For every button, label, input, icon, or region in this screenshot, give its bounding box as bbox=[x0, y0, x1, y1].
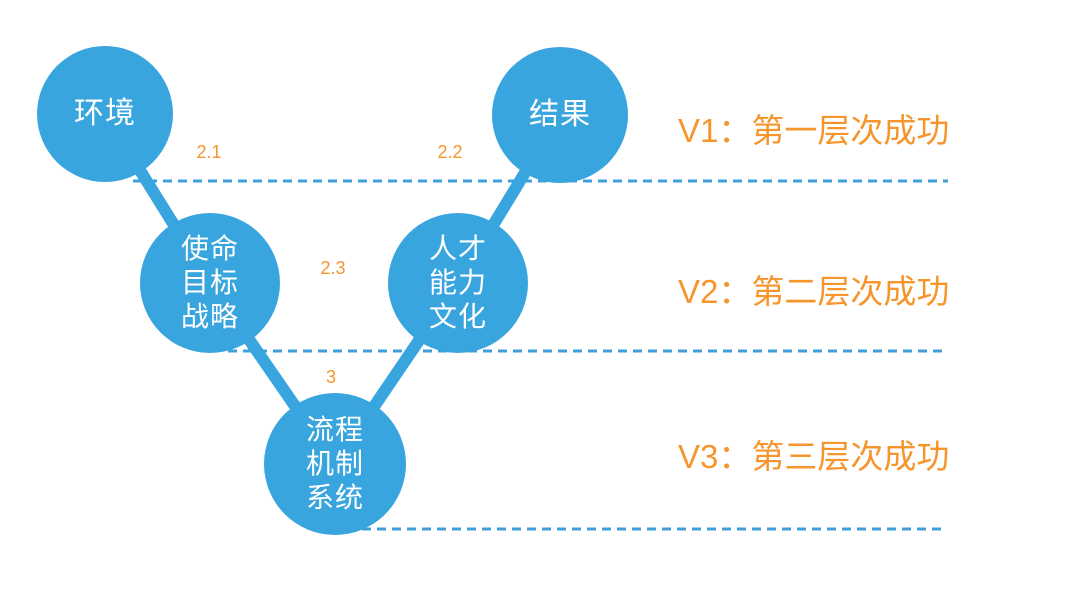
circle-environment bbox=[37, 46, 173, 182]
edge-label-2-2: 2.2 bbox=[437, 142, 463, 162]
edge-label-2-1: 2.1 bbox=[196, 142, 222, 162]
circle-result bbox=[492, 47, 628, 183]
level-label-v2: V2：第二层次成功 bbox=[678, 273, 950, 310]
edge-label-2-3: 2.3 bbox=[320, 258, 346, 278]
edge-label-3: 3 bbox=[325, 367, 336, 387]
circle-process-mechanism-system bbox=[264, 393, 406, 535]
circle-talent-capability-culture bbox=[388, 213, 528, 353]
level-label-v1: V1：第一层次成功 bbox=[678, 112, 950, 149]
circle-mission-goal-strategy bbox=[140, 213, 280, 353]
level-label-v3: V3：第三层次成功 bbox=[678, 438, 950, 475]
